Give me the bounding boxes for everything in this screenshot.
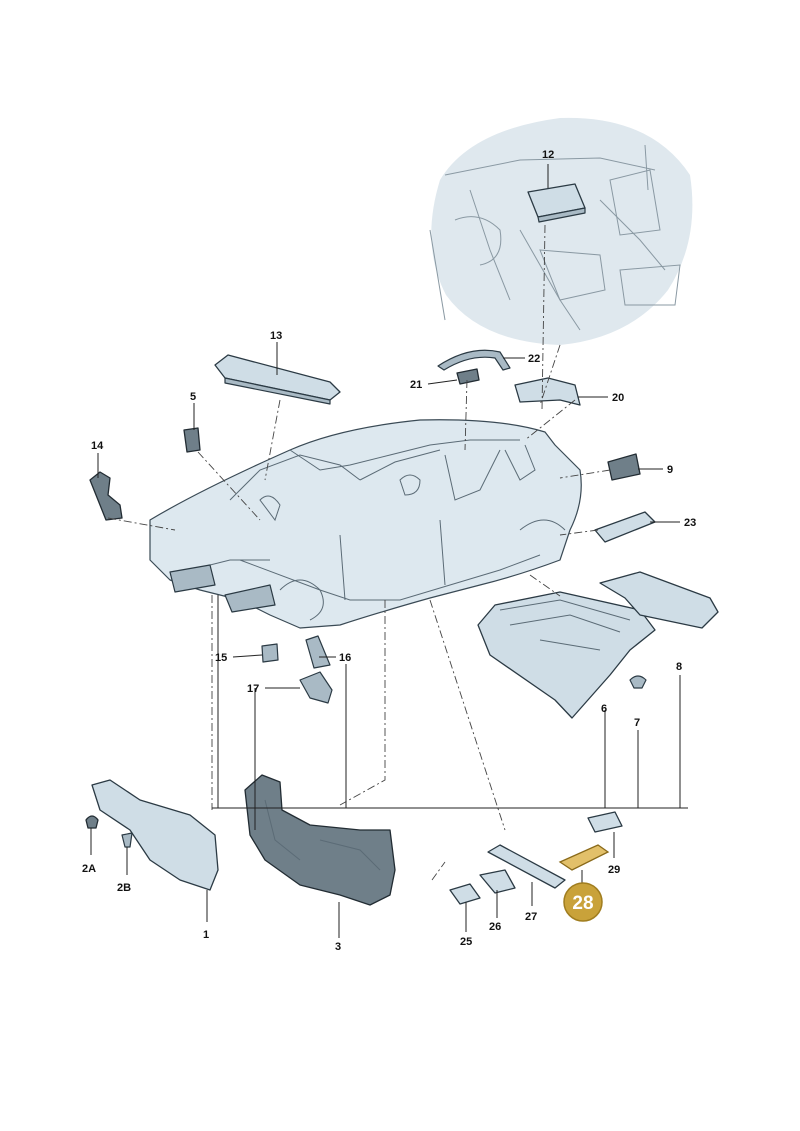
part-13-panel: [214, 354, 341, 405]
label-9: 9: [667, 464, 673, 476]
label-6: 6: [601, 703, 607, 715]
label-5: 5: [190, 391, 196, 403]
highlight-badge-28: 28: [563, 882, 603, 922]
part-6-floor: [477, 591, 656, 719]
label-17: 17: [247, 683, 259, 695]
label-12: 12: [542, 149, 554, 161]
part-16-bracket: [305, 635, 331, 669]
part-labels: 12 13 22 21 20 5 14 9 23 15 16 17 8 6 7 …: [82, 149, 696, 953]
part-15-block: [261, 643, 279, 663]
label-1: 1: [203, 929, 209, 941]
part-23-plate: [594, 511, 656, 543]
part-25-pad: [449, 883, 481, 905]
interior-inset: [429, 117, 693, 345]
label-2a: 2A: [82, 863, 96, 875]
part-27-strip: [487, 844, 566, 889]
label-23: 23: [684, 517, 696, 529]
part-28-strip: [558, 844, 610, 871]
label-8: 8: [676, 661, 682, 673]
part-22-trim: [437, 349, 511, 371]
car-body: [149, 419, 582, 629]
part-17-bracket: [299, 671, 333, 704]
part-26-pad: [479, 869, 516, 894]
part-5-block: [183, 427, 201, 453]
part-20-panel: [514, 377, 581, 406]
label-22: 22: [528, 353, 540, 365]
part-12-panel: [527, 183, 586, 223]
label-14: 14: [91, 440, 104, 452]
part-9-block: [607, 453, 641, 481]
part-2a-grommet: [85, 815, 99, 829]
label-13: 13: [270, 330, 282, 342]
label-25: 25: [460, 936, 472, 948]
leader-lines: [90, 164, 688, 938]
label-29: 29: [608, 864, 620, 876]
part-8-rail: [599, 571, 719, 629]
label-20: 20: [612, 392, 624, 404]
part-14-bracket: [89, 471, 123, 521]
part-2b-clip: [121, 832, 133, 848]
part-29-pad: [587, 811, 623, 833]
label-16: 16: [339, 652, 351, 664]
label-28: 28: [572, 893, 593, 914]
label-7: 7: [634, 717, 640, 729]
part-21-clip: [456, 368, 480, 385]
part-3-panel: [244, 774, 396, 906]
label-21: 21: [410, 379, 422, 391]
reference-lines: [107, 224, 611, 881]
label-15: 15: [215, 652, 227, 664]
part-7-grommet: [629, 675, 647, 689]
part-1-panel: [91, 779, 219, 891]
label-27: 27: [525, 911, 537, 923]
label-26: 26: [489, 921, 501, 933]
label-3: 3: [335, 941, 341, 953]
label-2b: 2B: [117, 882, 131, 894]
highlight-circle: [563, 882, 603, 922]
